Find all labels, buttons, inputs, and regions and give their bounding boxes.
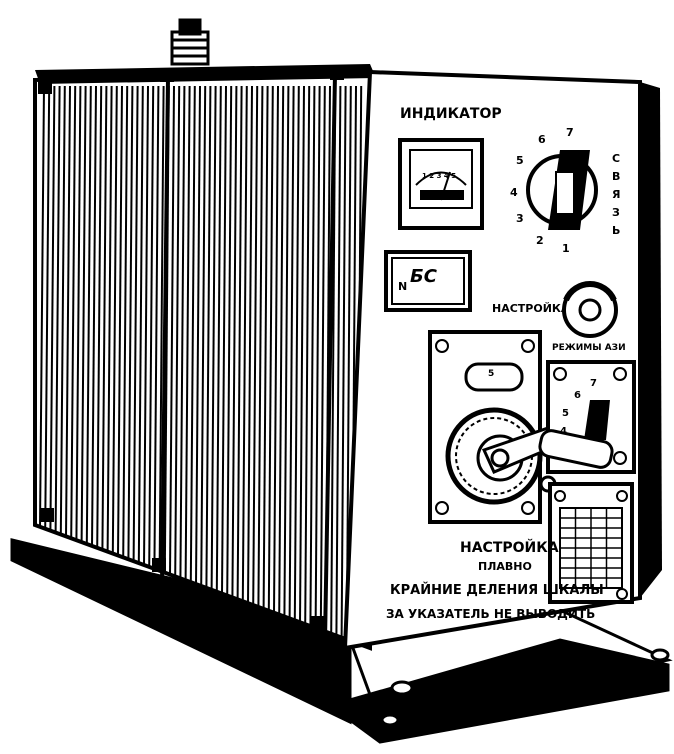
casing-rib xyxy=(309,85,316,627)
casing-rib xyxy=(153,85,160,570)
casing-rib xyxy=(111,85,118,555)
switch-number: 2 xyxy=(536,234,544,247)
switch-side-letter: С xyxy=(612,152,620,165)
switch-side-letter: Ь xyxy=(612,224,620,237)
casing-rib xyxy=(221,85,227,595)
casing-rib xyxy=(278,85,285,616)
casing-rib xyxy=(49,85,56,532)
casing-rib xyxy=(44,85,51,530)
plate-text: БС xyxy=(410,266,438,287)
casing-rib xyxy=(200,85,207,587)
casing-rib xyxy=(169,85,175,576)
base-plate xyxy=(10,538,673,744)
small-switch-number: 7 xyxy=(590,378,597,389)
antenna-connector-icon xyxy=(170,18,210,66)
indicator-label: ИНДИКАТОР xyxy=(400,106,502,122)
tuning-knob[interactable]: НАСТРОЙКА РЕЖИМЫ АЗИ xyxy=(492,281,626,353)
casing-rib xyxy=(273,85,279,614)
casing-rib xyxy=(340,85,347,639)
casing-rib xyxy=(117,85,123,557)
casing-rib xyxy=(231,85,238,599)
casing-rib xyxy=(96,85,103,549)
casing-rib xyxy=(189,85,196,584)
casing-rib xyxy=(179,85,186,580)
casing-rib xyxy=(257,85,264,608)
meter-scale: 1 2 3 4 5 xyxy=(422,172,456,180)
fine-tuning-label: НАСТРОЙКА xyxy=(460,539,559,556)
switch-side-letter: Я xyxy=(612,188,620,201)
tuning-label: НАСТРОЙКА xyxy=(492,302,570,315)
casing-rib xyxy=(54,85,61,534)
casing-rib xyxy=(241,85,248,603)
casing-rib xyxy=(262,85,269,610)
casing-rib xyxy=(283,85,290,618)
modes-label: РЕЖИМЫ АЗИ xyxy=(552,343,626,353)
casing-rib xyxy=(252,85,259,606)
casing-rib xyxy=(304,85,311,625)
casing-rib xyxy=(70,85,77,540)
sub-band-switch[interactable]: 7 6 5 4 xyxy=(538,360,636,493)
casing-rib xyxy=(288,85,295,620)
switch-number: 3 xyxy=(516,212,524,225)
casing-rib xyxy=(319,85,326,631)
casing-rib xyxy=(210,85,217,591)
casing-rib xyxy=(143,85,149,567)
casing-rib xyxy=(226,85,233,597)
switch-number: 4 xyxy=(510,186,518,199)
switch-number: 1 xyxy=(562,242,570,255)
plate-letter: N xyxy=(398,280,407,293)
casing-rib xyxy=(85,85,92,546)
small-switch-number: 5 xyxy=(562,408,569,419)
casing-rib xyxy=(335,85,342,637)
casing-rib xyxy=(106,85,113,553)
fine-sub-label: ПЛАВНО xyxy=(478,560,532,573)
switch-number: 5 xyxy=(516,154,524,167)
casing-rib xyxy=(75,85,82,542)
casing-rib xyxy=(158,85,165,572)
fine-tuning-knob[interactable] xyxy=(445,407,558,505)
casing-rib xyxy=(299,85,305,624)
casing-rib xyxy=(132,85,139,563)
switch-side-letter: З xyxy=(612,206,620,219)
casing-rib xyxy=(127,85,134,561)
indicator-meter: ИНДИКАТОР 1 2 3 4 5 xyxy=(398,106,502,230)
casing-rib xyxy=(205,85,212,589)
casing-rib xyxy=(39,85,45,529)
casing-rib xyxy=(65,85,71,538)
casing-rib xyxy=(122,85,129,559)
switch-number: 6 xyxy=(538,133,546,146)
casing-rib xyxy=(137,85,144,565)
warning-line-1: КРАЙНИЕ ДЕЛЕНИЯ ШКАЛЫ xyxy=(390,582,604,598)
casing-rib xyxy=(80,85,87,544)
small-switch-number: 4 xyxy=(560,426,567,437)
casing-rib xyxy=(174,85,181,578)
casing-rib xyxy=(101,85,108,551)
casing-rib xyxy=(59,85,66,536)
casing-rib xyxy=(148,85,155,568)
warning-line-2: ЗА УКАЗАТЕЛЬ НЕ ВЫВОДИТЬ xyxy=(386,607,595,621)
casing-rib xyxy=(267,85,274,612)
small-scale-digit: 5 xyxy=(488,369,494,379)
casing-rib xyxy=(215,85,222,593)
fine-tuning-labels: НАСТРОЙКА ПЛАВНО КРАЙНИЕ ДЕЛЕНИЯ ШКАЛЫ З… xyxy=(386,539,604,621)
casing-rib xyxy=(91,85,97,548)
casing-rib xyxy=(293,85,300,622)
side-casing xyxy=(33,64,376,651)
small-switch-number: 6 xyxy=(574,390,581,401)
nameplate: N БС xyxy=(384,250,472,312)
switch-number: 7 xyxy=(566,126,574,139)
casing-rib xyxy=(314,85,321,629)
casing-rib xyxy=(184,85,191,582)
casing-rib xyxy=(247,85,253,605)
switch-side-letter: В xyxy=(612,170,620,183)
casing-rib xyxy=(195,85,201,586)
fine-scale-window xyxy=(548,482,634,604)
casing-rib xyxy=(236,85,243,601)
band-switch-knob[interactable]: 7 6 5 4 3 2 1 С В Я З Ь xyxy=(510,126,620,255)
